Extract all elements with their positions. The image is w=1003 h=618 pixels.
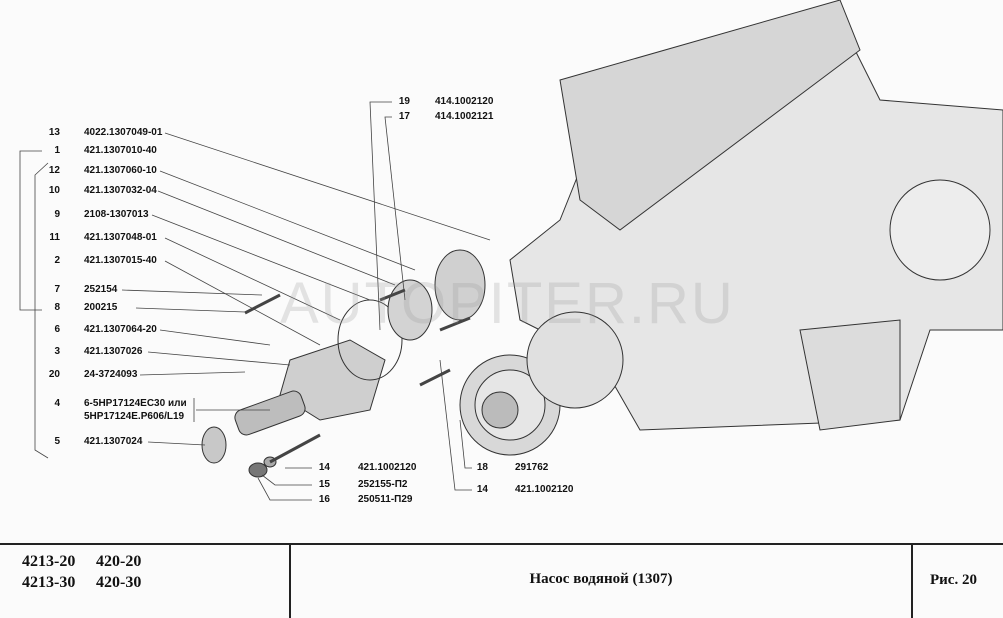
callout-number: 17 bbox=[398, 111, 410, 122]
callout-number: 16 bbox=[318, 494, 330, 505]
part-number: 291762 bbox=[515, 462, 549, 473]
figure-number: Рис. 20 bbox=[930, 572, 977, 588]
pump-cover bbox=[434, 249, 486, 321]
part-number: 421.1002120 bbox=[515, 484, 574, 495]
impeller bbox=[387, 279, 433, 341]
part-number: 421.1307064-20 bbox=[84, 324, 157, 335]
model: 4213-20 bbox=[22, 553, 76, 570]
part-number: 252155-П2 bbox=[358, 479, 408, 490]
model: 4213-30 bbox=[22, 574, 76, 591]
part-number: 421.1307024 bbox=[84, 436, 143, 447]
part-number: 421.1002120 bbox=[358, 462, 417, 473]
callout-number: 2 bbox=[54, 255, 60, 266]
part-number: 2108-1307013 bbox=[84, 209, 149, 220]
part-number: 421.1307060-10 bbox=[84, 165, 157, 176]
part-number: 421.1307048-01 bbox=[84, 232, 157, 243]
callout-number: 13 bbox=[48, 127, 60, 138]
part-number: 24-3724093 bbox=[84, 369, 138, 380]
part-number: 250511-П29 bbox=[358, 494, 413, 505]
engine-water-pump-drawing bbox=[19, 0, 1003, 501]
callout-number: 6 bbox=[54, 324, 60, 335]
watermark: AUTOPITER.RU bbox=[280, 271, 735, 336]
callout-number: 14 bbox=[476, 484, 488, 495]
callout-number: 18 bbox=[476, 462, 488, 473]
callout-number: 7 bbox=[54, 284, 60, 295]
part-number: 6-5HP17124EC30 или bbox=[84, 398, 187, 409]
part-number: 421.1307026 bbox=[84, 346, 143, 357]
callout-number: 4 bbox=[54, 398, 60, 409]
callout-number: 12 bbox=[48, 165, 60, 176]
callout-number: 20 bbox=[48, 369, 60, 380]
model: 420-20 bbox=[96, 553, 142, 570]
callout-number: 3 bbox=[54, 346, 60, 357]
callout-number: 9 bbox=[54, 209, 60, 220]
callout-number: 10 bbox=[48, 185, 60, 196]
models-cell: 4213-20 420-20 4213-30 420-30 bbox=[0, 545, 291, 618]
part-number: 252154 bbox=[84, 284, 118, 295]
flywheel-housing bbox=[889, 179, 991, 281]
title-cell: Насос водяной (1307) bbox=[291, 545, 913, 618]
part-number: 421.1307032-04 bbox=[84, 185, 157, 196]
callout-number: 8 bbox=[54, 302, 60, 313]
part-number: 414.1002121 bbox=[435, 111, 494, 122]
part-number: 421.1307015-40 bbox=[84, 255, 157, 266]
valve-cover bbox=[559, 0, 861, 231]
part-number: 414.1002120 bbox=[435, 96, 494, 107]
part-number: 200215 bbox=[84, 302, 118, 313]
part-number: 421.1307010-40 bbox=[84, 145, 157, 156]
callout-number: 5 bbox=[54, 436, 60, 447]
diagram-title: Насос водяной (1307) bbox=[529, 571, 673, 587]
title-block: 4213-20 420-20 4213-30 420-30 Насос водя… bbox=[0, 543, 1003, 618]
callout-number: 11 bbox=[49, 232, 60, 243]
pump-hub bbox=[201, 426, 227, 464]
oil-pan bbox=[799, 319, 901, 431]
callout-number: 19 bbox=[398, 96, 410, 107]
callout-number: 14 bbox=[318, 462, 330, 473]
model: 420-30 bbox=[96, 574, 142, 591]
timing-cover bbox=[526, 311, 624, 409]
callout-number: 1 bbox=[54, 145, 60, 156]
part-number: 4022.1307049-01 bbox=[84, 127, 163, 138]
part-number-alt: 5HP17124E.P606/L19 bbox=[84, 411, 185, 422]
callout-number: 15 bbox=[318, 479, 330, 490]
pump-shaft bbox=[234, 390, 306, 436]
